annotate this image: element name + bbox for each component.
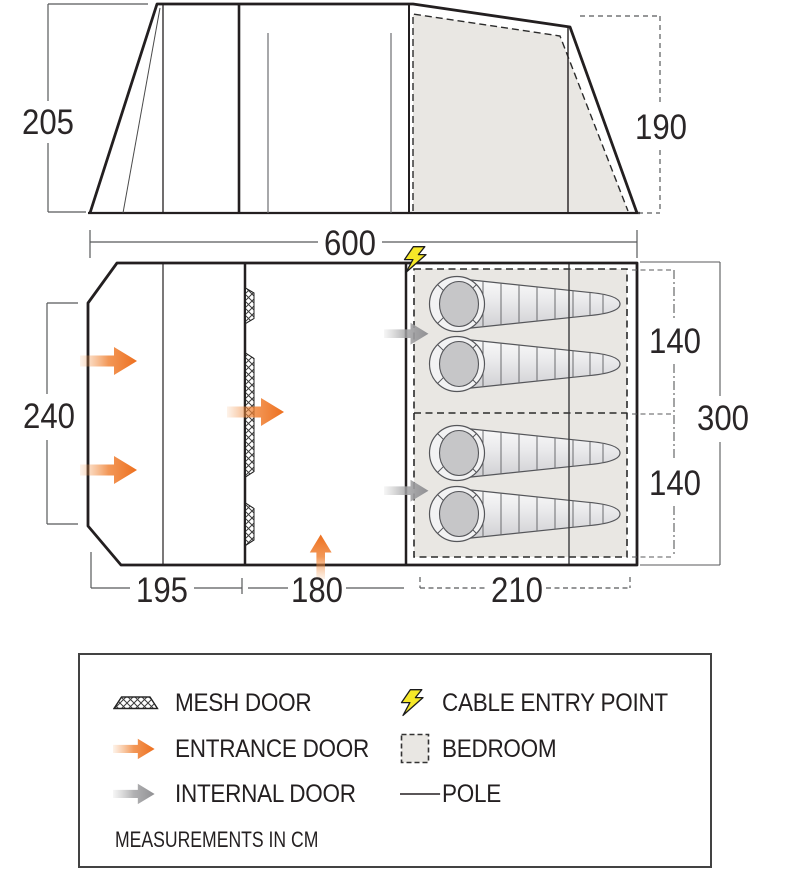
dimension-total-width [640,261,721,566]
dimension-label-240: 240 [23,397,75,436]
legend-box: MESH DOOR ENTRANCE DOOR INTERNAL DOOR CA… [78,653,712,868]
dimension-label-600: 600 [324,224,376,263]
dimension-label-205: 205 [22,103,74,142]
elevation-bedroom-area [413,14,628,211]
dimension-label-210: 210 [491,571,543,610]
legend-item-internal-door: INTERNAL DOOR [113,776,376,812]
floorplan-outline [86,261,639,567]
internal-door-icon [113,783,175,805]
dimension-bottom [90,552,631,594]
dimension-label-190: 190 [635,108,687,147]
legend-item-mesh-door: MESH DOOR [113,685,326,721]
dimension-label-140-top: 140 [649,322,701,361]
dimension-height-rear [580,15,661,214]
elevation-outline [88,2,639,214]
elevation-front-pole-line [122,7,161,214]
dimension-label-180: 180 [291,571,343,610]
entrance-door-icon [113,738,175,760]
pole-icon [400,791,442,797]
cable-entry-point-icon [400,689,442,717]
legend-label-bedroom: BEDROOM [442,734,557,763]
legend-label-pole: POLE [442,779,501,808]
dimension-label-300: 300 [697,399,749,438]
dimension-bedroom-halves [632,269,675,558]
dimension-front-width [46,302,78,525]
floor-plan [80,246,639,579]
legend-label-cable-entry: CABLE ENTRY POINT [442,688,668,717]
dimension-label-140-bottom: 140 [649,464,701,503]
tent-diagram: 205 190 600 [22,2,749,610]
legend-label-entrance-door: ENTRANCE DOOR [175,734,370,763]
legend-label-internal-door: INTERNAL DOOR [175,779,356,808]
mesh-door-icon [113,696,175,710]
dimension-length [89,230,638,258]
mesh-door-icon [245,502,255,547]
bedroom-icon [400,733,442,765]
dimension-height-front [47,3,148,213]
legend-note: MEASUREMENTS IN CM [115,827,319,852]
legend-label-mesh-door: MESH DOOR [175,688,312,717]
dimension-label-195: 195 [136,571,188,610]
mesh-door-icon [245,287,255,325]
legend-item-cable-entry: CABLE ENTRY POINT [400,685,693,721]
legend-item-pole: POLE [400,776,508,812]
elevation-view [88,2,640,215]
legend-item-entrance-door: ENTRANCE DOOR [113,731,391,767]
entrance-door-icon [227,398,284,426]
legend-item-bedroom: BEDROOM [400,731,569,767]
